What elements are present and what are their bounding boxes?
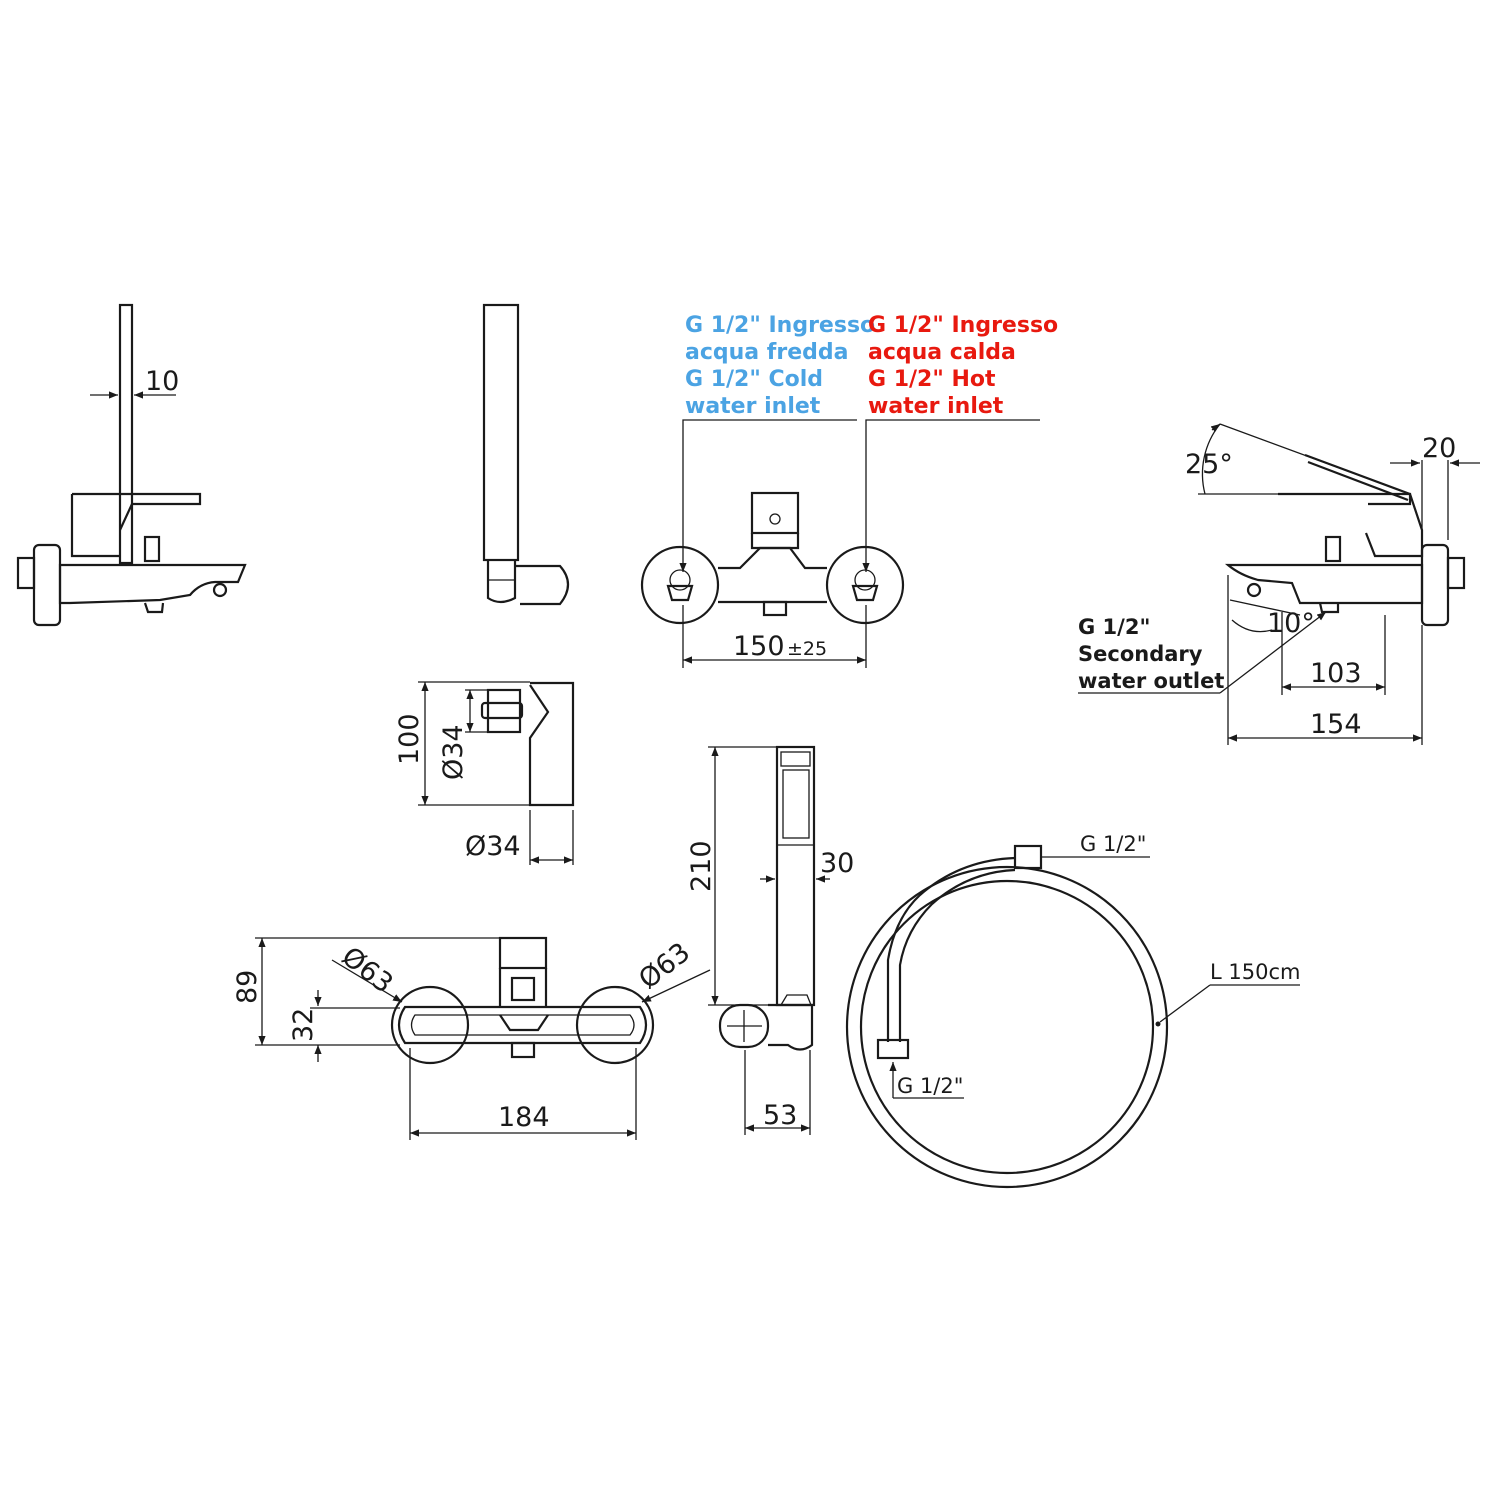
dim-mixer-height: 89 — [232, 970, 263, 1004]
hot-inlet-line-3: G 1/2" Hot — [868, 367, 996, 392]
front-view-inlets — [640, 419, 1040, 668]
dim-bracket-inner-diameter: Ø34 — [438, 724, 469, 780]
cold-inlet-line-2: acqua fredda — [685, 340, 849, 365]
dim-bracket-height: 100 — [394, 713, 425, 765]
dim-flange-diameter-right: Ø63 — [633, 937, 696, 996]
hot-inlet-line-1: G 1/2" Ingresso — [868, 313, 1058, 338]
dim-lever-angle: 25° — [1185, 449, 1233, 480]
cold-inlet-line-1: G 1/2" Ingresso — [685, 313, 875, 338]
dim-total-depth: 154 — [1310, 709, 1362, 740]
dim-handshower-length: 210 — [686, 840, 717, 892]
cold-inlet-line-3: G 1/2" Cold — [685, 367, 823, 392]
dim-body-height: 32 — [288, 1008, 319, 1042]
hot-inlet-line-4: water inlet — [868, 394, 1004, 419]
hose-view — [845, 844, 1300, 1189]
dim-flange-depth: 20 — [1422, 433, 1456, 464]
dim-flange-diameter-left: Ø63 — [336, 941, 399, 1000]
hot-leader — [862, 419, 1040, 572]
dim-holder-depth: 53 — [763, 1100, 797, 1131]
dim-inlet-tolerance: ±25 — [787, 638, 827, 660]
hose-length: L 150cm — [1210, 960, 1300, 984]
top-view-mixer — [255, 936, 711, 1140]
hot-inlet-line-2: acqua calda — [868, 340, 1016, 365]
dim-mixer-width: 184 — [498, 1102, 550, 1133]
secondary-outlet-line-2: Secondary — [1078, 642, 1203, 666]
side-view-right — [1078, 423, 1480, 745]
dim-inlet-spacing: 150 — [733, 631, 785, 662]
bracket-view — [418, 681, 575, 865]
side-view-with-rail — [16, 303, 247, 627]
cold-inlet-line-4: water inlet — [685, 394, 821, 419]
secondary-outlet-line-3: water outlet — [1078, 669, 1224, 693]
dim-handshower-width: 30 — [820, 848, 854, 879]
dim-spout-reach: 103 — [1310, 658, 1362, 689]
hose-connector-bottom: G 1/2" — [897, 1074, 963, 1098]
dim-spout-angle: 10° — [1267, 608, 1315, 639]
dim-rail-thickness: 10 — [145, 366, 179, 397]
dim-bracket-diameter: Ø34 — [465, 831, 521, 862]
rail-view — [482, 303, 570, 606]
secondary-outlet-line-1: G 1/2" — [1078, 615, 1150, 639]
cold-leader — [679, 419, 857, 572]
handshower-view — [708, 745, 830, 1135]
hose-connector-top: G 1/2" — [1080, 832, 1146, 856]
